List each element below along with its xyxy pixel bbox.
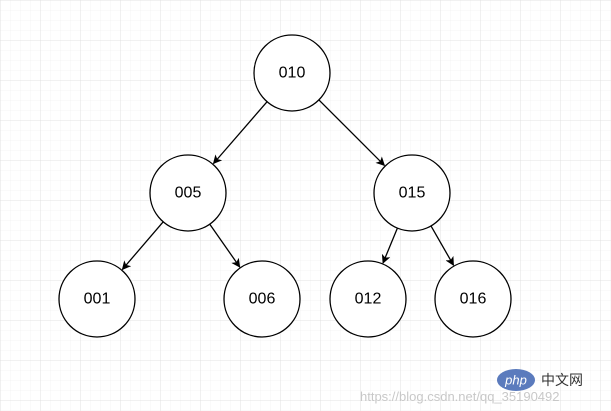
edge-015-016 [430,225,455,266]
nodes-layer: 010 005 015 001 006 012 016 [58,34,512,338]
node-label: 005 [175,185,202,202]
watermark: https://blog.csdn.net/qq_35190492 php 中文… [360,369,583,404]
node-label: 001 [84,291,111,308]
tree-node-005: 005 [149,154,227,232]
node-circle [329,260,407,338]
node-circle [223,260,301,338]
tree-node-001: 001 [58,260,136,338]
edge-005-001 [121,221,164,271]
node-circle [149,154,227,232]
php-logo-text: php [504,373,527,388]
tree-node-006: 006 [223,260,301,338]
tree-node-015: 015 [373,154,451,232]
node-label: 016 [460,291,487,308]
tree-node-012: 012 [329,260,407,338]
node-label: 012 [355,291,382,308]
node-label: 006 [249,291,276,308]
edges-layer [121,99,455,271]
watermark-url: https://blog.csdn.net/qq_35190492 [360,389,560,404]
node-circle [434,260,512,338]
node-label: 015 [399,185,426,202]
tree-node-010: 010 [253,34,331,112]
node-circle [373,154,451,232]
edge-015-012 [381,227,399,264]
edge-005-006 [209,223,241,268]
node-circle [58,260,136,338]
node-circle [253,34,331,112]
tree-node-016: 016 [434,260,512,338]
edge-010-015 [318,99,386,167]
node-label: 010 [279,65,306,82]
edge-010-005 [212,101,268,165]
watermark-site-name: 中文网 [541,373,583,389]
php-logo-icon [497,369,535,391]
